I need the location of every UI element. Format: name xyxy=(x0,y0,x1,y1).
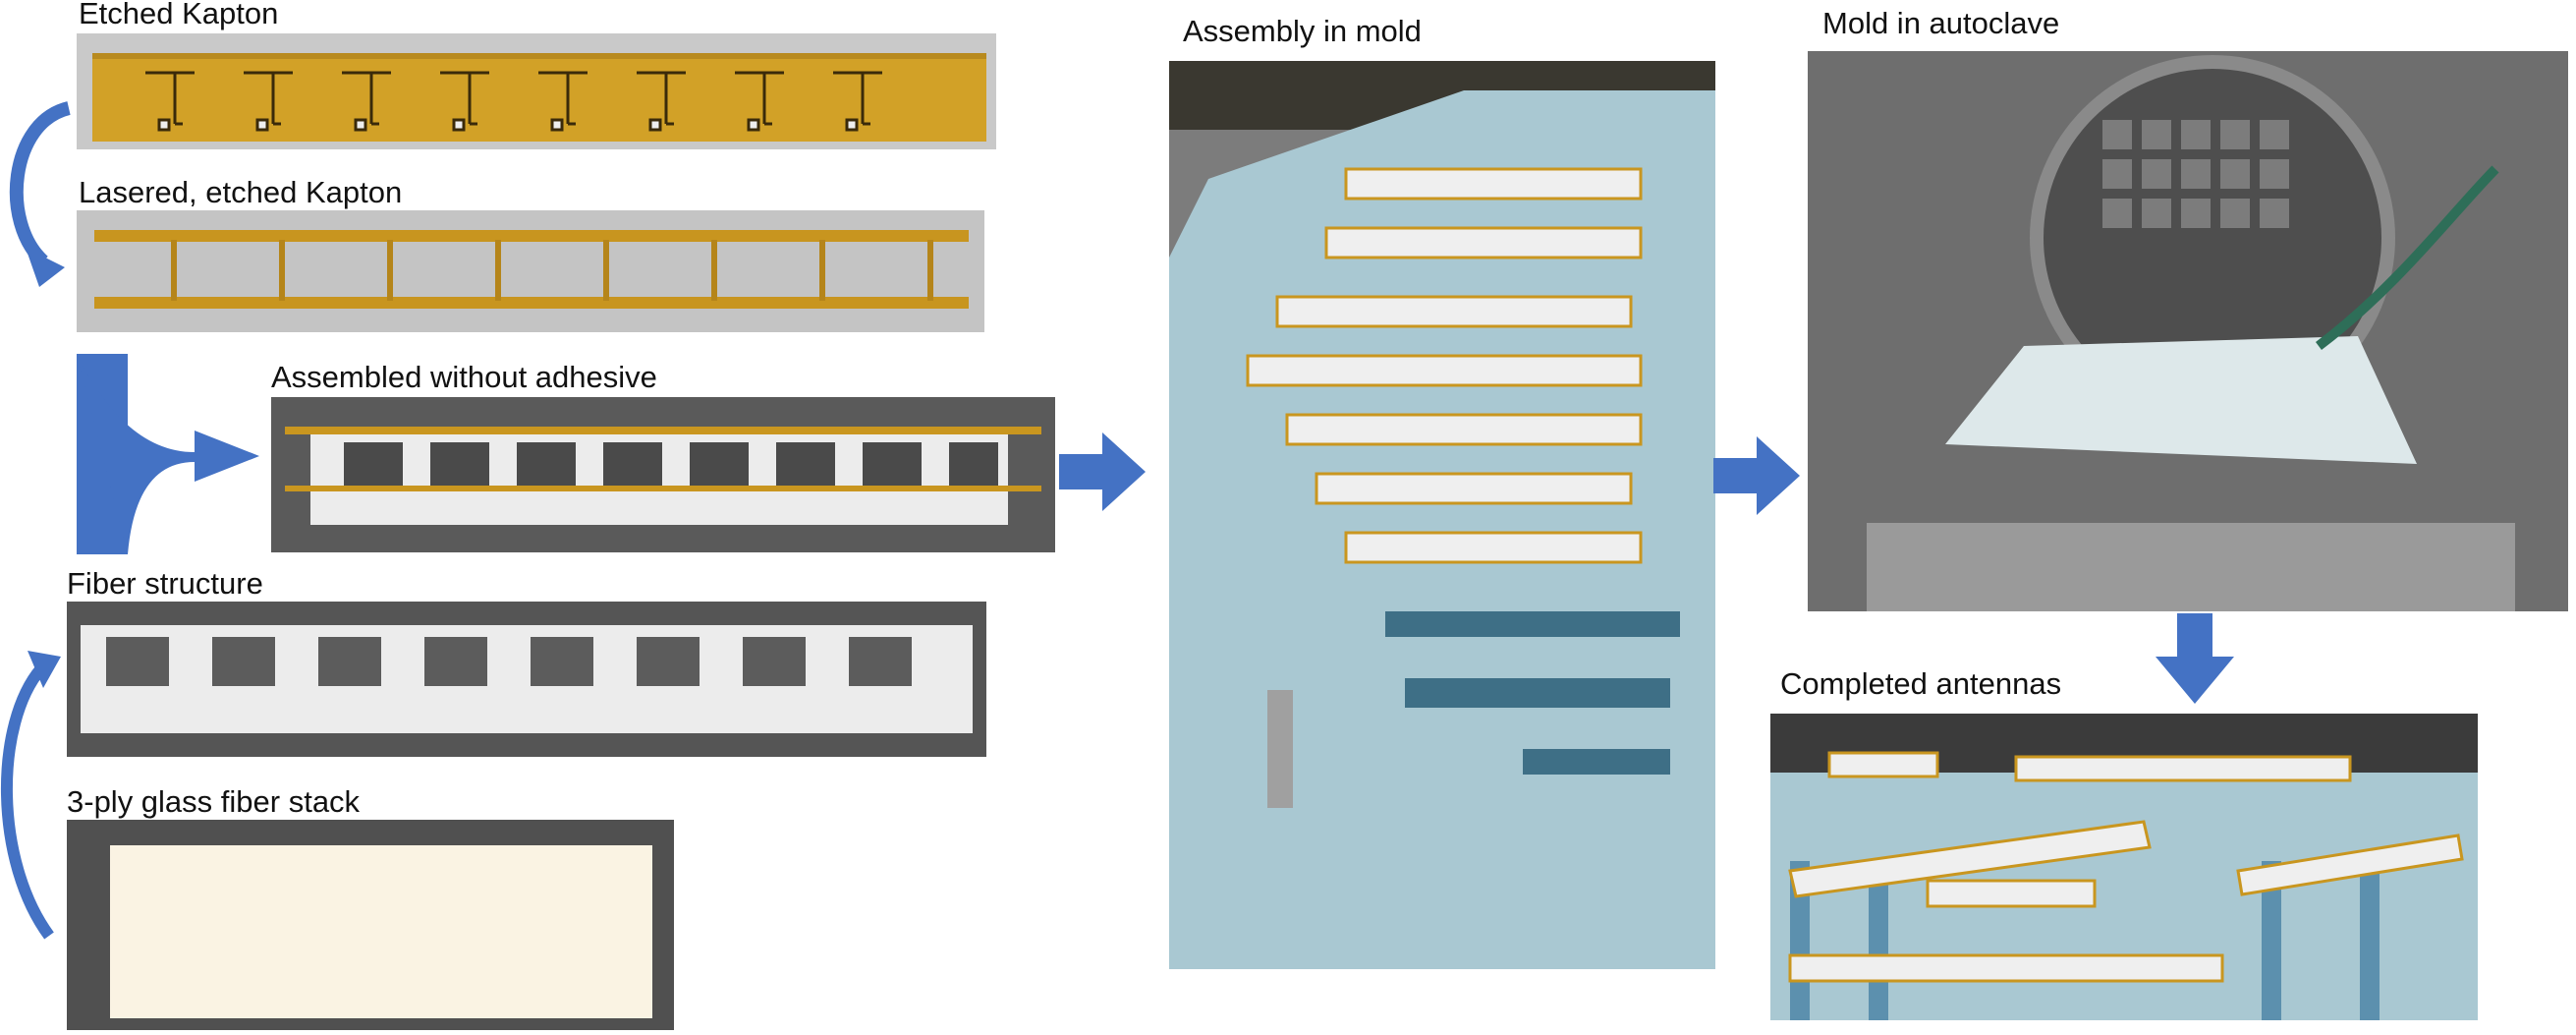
label-completed: Completed antennas xyxy=(1780,666,2062,701)
arrow-to-completed xyxy=(2156,613,2234,704)
label-etched-kapton: Etched Kapton xyxy=(79,0,279,30)
label-lasered-kapton: Lasered, etched Kapton xyxy=(79,175,403,209)
assembled-photo xyxy=(271,397,1055,552)
label-fiber-structure: Fiber structure xyxy=(67,566,263,601)
lasered-kapton-photo xyxy=(77,210,984,332)
fiber-structure-photo xyxy=(67,602,986,757)
label-glass-stack: 3-ply glass fiber stack xyxy=(67,784,361,819)
arrow-to-autoclave xyxy=(1713,436,1800,515)
merge-arrow xyxy=(77,354,259,554)
etched-kapton-photo xyxy=(77,33,996,149)
completed-antennas-photo xyxy=(1770,714,2478,1020)
label-assembly-mold: Assembly in mold xyxy=(1183,14,1422,48)
glass-stack-photo xyxy=(67,820,674,1030)
curved-arrow-top xyxy=(9,101,72,287)
label-mold-autoclave: Mold in autoclave xyxy=(1822,6,2060,40)
label-assembled: Assembled without adhesive xyxy=(271,360,657,394)
curved-arrow-bottom xyxy=(1,651,61,940)
mold-autoclave-photo xyxy=(1808,51,2568,611)
assembly-mold-photo xyxy=(1169,61,1715,969)
arrow-to-mold xyxy=(1059,432,1146,511)
